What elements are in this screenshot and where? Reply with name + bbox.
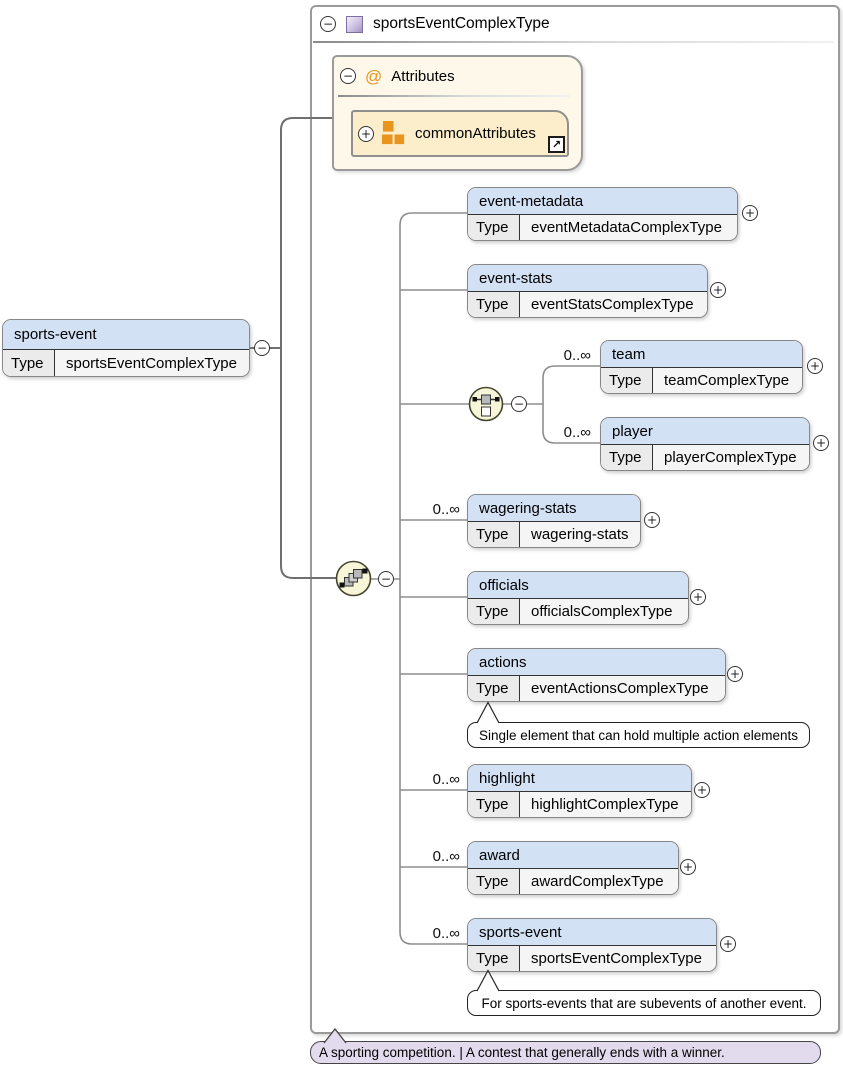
occurs-label-highlight: 0..∞ [432, 771, 460, 788]
complextype-title: sportsEventComplexType [373, 15, 550, 32]
element-name: highlight [468, 765, 691, 792]
occurs-label-player: 0..∞ [563, 424, 591, 441]
element-box-actions[interactable]: actions Type eventActionsComplexType [467, 648, 726, 702]
type-value: eventActionsComplexType [531, 680, 709, 697]
type-value: teamComplexType [664, 372, 790, 389]
type-value: eventMetadataComplexType [531, 219, 722, 236]
type-value: highlightComplexType [531, 796, 679, 813]
element-name: actions [468, 649, 725, 676]
element-box-wagering-stats[interactable]: wagering-stats Type wagering-stats [467, 494, 641, 548]
type-value: playerComplexType [664, 449, 797, 466]
element-name: sports-event [468, 919, 716, 946]
at-icon: @ [365, 66, 383, 86]
expand-button-wagering-stats[interactable]: + [644, 512, 660, 528]
expand-button-player[interactable]: + [813, 435, 829, 451]
type-value: officialsComplexType [531, 603, 673, 620]
documentation-note: A sporting competition. | A contest that… [310, 1041, 821, 1064]
element-name: officials [468, 572, 688, 599]
element-box-award[interactable]: award Type awardComplexType [467, 841, 679, 895]
element-box-sports-event-root[interactable]: sports-event Type sportsEventComplexType [2, 319, 250, 377]
type-label: Type [468, 522, 520, 547]
collapse-button-sequence[interactable]: − [378, 571, 394, 587]
element-box-officials[interactable]: officials Type officialsComplexType [467, 571, 689, 625]
element-name: event-metadata [468, 188, 737, 215]
footnote-tail [323, 1028, 347, 1044]
element-box-player[interactable]: player Type playerComplexType [600, 417, 810, 471]
attributes-header: − @ Attributes [334, 57, 581, 95]
type-label: Type [468, 599, 520, 624]
choice-indicator-icon[interactable] [468, 386, 504, 427]
expand-button-highlight[interactable]: + [694, 782, 710, 798]
type-label: Type [468, 869, 520, 894]
complextype-header: − sportsEventComplexType [312, 7, 840, 41]
type-label: Type [468, 676, 520, 701]
type-label: Type [601, 445, 653, 470]
collapse-button-complextype[interactable]: − [320, 16, 336, 32]
attribute-group-label: commonAttributes [415, 125, 536, 142]
callout-tail-sports-event [476, 969, 500, 992]
type-label: Type [601, 368, 653, 393]
annotation-actions: Single element that can hold multiple ac… [467, 722, 810, 748]
attribute-group-icon [382, 121, 405, 145]
expand-button-event-stats[interactable]: + [710, 282, 726, 298]
type-label: Type [468, 215, 520, 240]
type-label: Type [468, 292, 520, 317]
expand-button-event-metadata[interactable]: + [742, 205, 758, 221]
occurs-label-wagering-stats: 0..∞ [432, 501, 460, 518]
element-name: wagering-stats [468, 495, 640, 522]
element-name: sports-event [3, 320, 249, 350]
expand-button-team[interactable]: + [807, 358, 823, 374]
type-label: Type [468, 792, 520, 817]
expand-button-award[interactable]: + [680, 859, 696, 875]
expand-button-commonattributes[interactable]: + [358, 125, 374, 142]
type-value: eventStatsComplexType [531, 296, 694, 313]
callout-tail-actions [476, 701, 500, 724]
element-name: team [601, 341, 802, 368]
complextype-icon [346, 15, 363, 33]
header-separator [313, 41, 834, 43]
element-box-event-metadata[interactable]: event-metadata Type eventMetadataComplex… [467, 187, 738, 241]
element-box-event-stats[interactable]: event-stats Type eventStatsComplexType [467, 264, 708, 318]
element-box-sports-event-child[interactable]: sports-event Type sportsEventComplexType [467, 918, 717, 972]
element-name: player [601, 418, 809, 445]
element-name: event-stats [468, 265, 707, 292]
collapse-button-root[interactable]: − [254, 340, 270, 356]
expand-button-officials[interactable]: + [690, 589, 706, 605]
element-name: award [468, 842, 678, 869]
sequence-indicator-icon[interactable] [335, 560, 372, 602]
expand-button-sports-event-child[interactable]: + [720, 936, 736, 952]
annotation-sports-event: For sports-events that are subevents of … [467, 990, 821, 1016]
expand-button-actions[interactable]: + [727, 666, 743, 682]
occurs-label-team: 0..∞ [563, 347, 591, 364]
type-value: sportsEventComplexType [66, 354, 237, 372]
type-value: wagering-stats [531, 526, 629, 543]
attributes-separator [338, 95, 570, 97]
type-label: Type [3, 350, 55, 376]
collapse-button-choice[interactable]: − [511, 396, 527, 412]
element-box-team[interactable]: team Type teamComplexType [600, 340, 803, 394]
occurs-label-sports-event: 0..∞ [432, 925, 460, 942]
occurs-label-award: 0..∞ [432, 848, 460, 865]
goto-definition-icon[interactable]: ↗ [548, 136, 565, 153]
element-box-highlight[interactable]: highlight Type highlightComplexType [467, 764, 692, 818]
attributes-title: Attributes [391, 67, 455, 85]
type-label: Type [468, 946, 520, 971]
type-value: sportsEventComplexType [531, 950, 702, 967]
collapse-button-attributes[interactable]: − [340, 68, 356, 84]
attribute-group-commonattributes[interactable]: + commonAttributes ↗ [351, 110, 569, 157]
type-value: awardComplexType [531, 873, 664, 890]
